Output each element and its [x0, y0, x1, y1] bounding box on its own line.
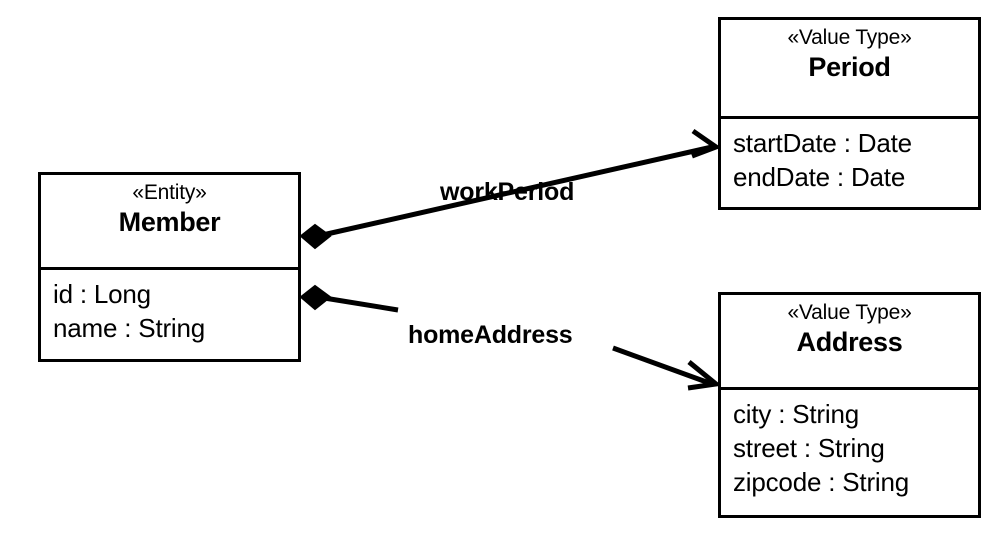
class-attributes-address: city : String street : String zipcode : …	[721, 390, 978, 499]
class-box-member[interactable]: «Entity» Member id : Long name : String	[38, 172, 301, 362]
arrowhead-home-address	[687, 360, 723, 391]
class-header-period: «Value Type» Period	[721, 20, 978, 116]
class-name-address: Address	[796, 326, 903, 357]
class-attribute: city : String	[733, 399, 859, 429]
association-label-work-period: workPeriod	[440, 178, 575, 206]
class-name-member: Member	[118, 206, 221, 237]
class-name-period: Period	[808, 51, 891, 82]
class-header-address: «Value Type» Address	[721, 295, 978, 387]
class-attribute: endDate : Date	[733, 161, 906, 192]
class-stereotype-period: «Value Type»	[787, 26, 912, 49]
class-attributes-member: id : Long name : String	[41, 270, 298, 346]
class-divider-period	[721, 116, 978, 119]
class-stereotype-address: «Value Type»	[787, 301, 912, 324]
class-attribute: name : String	[53, 312, 206, 343]
composition-diamond-work-period	[299, 223, 332, 250]
class-box-address[interactable]: «Value Type» Address city : String stree…	[718, 292, 981, 518]
composition-diamond-home-address	[299, 284, 332, 311]
class-divider-address	[721, 387, 978, 390]
association-line-home-address-b	[612, 345, 713, 387]
association-line-home-address-a	[317, 294, 399, 313]
association-label-home-address: homeAddress	[408, 321, 573, 349]
class-attributes-period: startDate : Date endDate : Date	[721, 119, 978, 195]
class-stereotype-member: «Entity»	[132, 181, 207, 204]
arrowhead-work-period	[691, 128, 722, 159]
class-box-period[interactable]: «Value Type» Period startDate : Date end…	[718, 17, 981, 210]
class-attribute: startDate : Date	[733, 128, 912, 158]
class-attribute: street : String	[733, 432, 885, 463]
class-divider-member	[41, 267, 298, 270]
class-attribute: zipcode : String	[733, 466, 910, 497]
class-attribute: id : Long	[53, 279, 151, 309]
class-header-member: «Entity» Member	[41, 175, 298, 267]
